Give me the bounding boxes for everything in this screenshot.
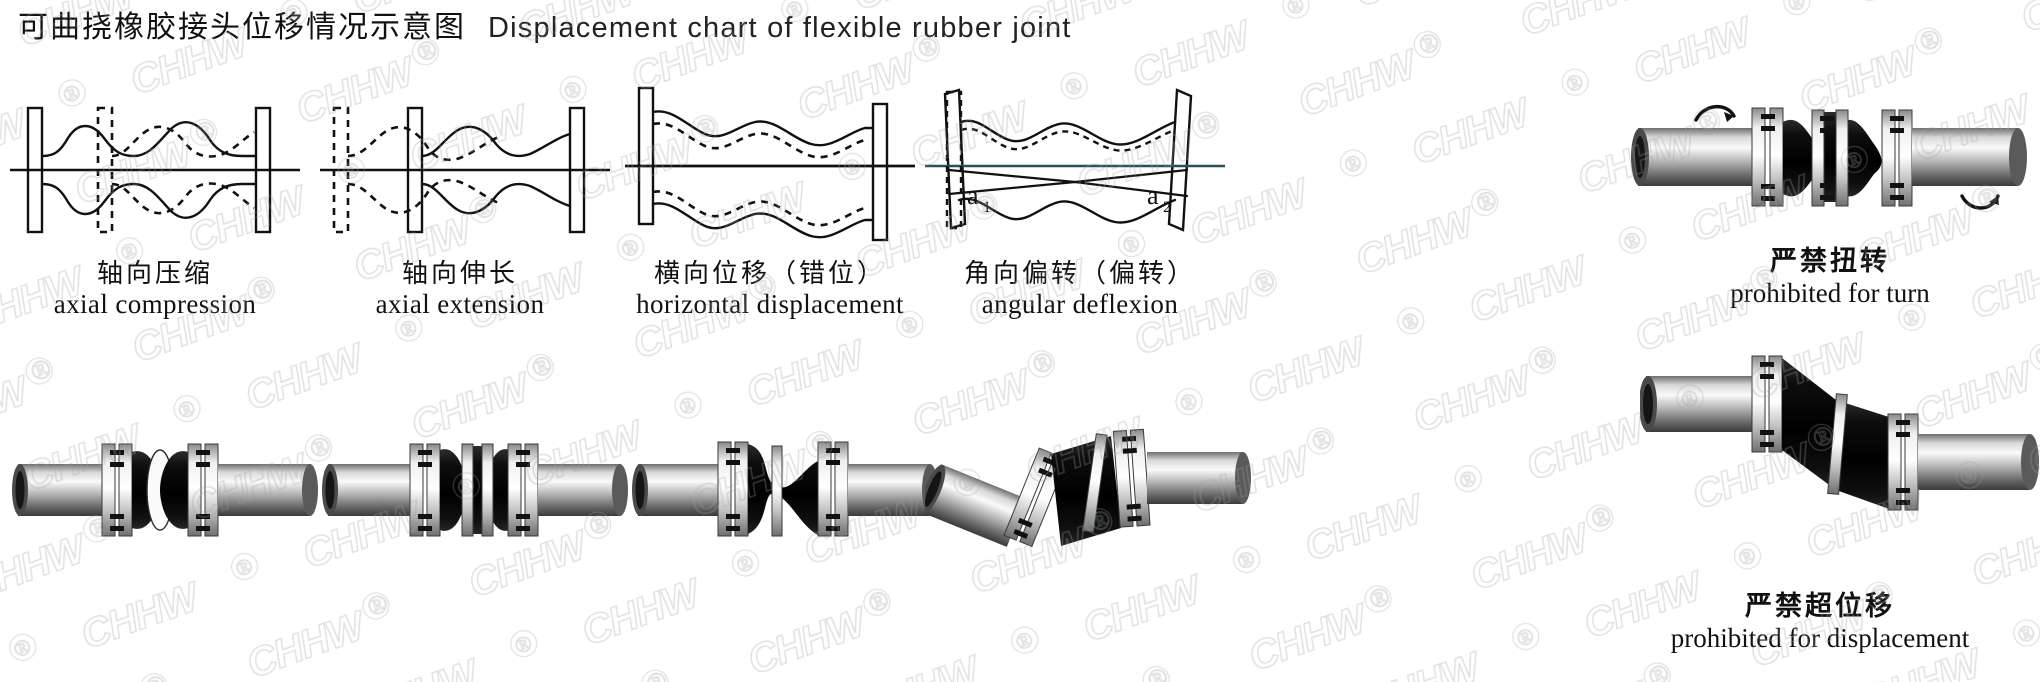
axial-compression-drawing [10,106,300,234]
horizontal-displacement-drawing [625,86,915,242]
caption-cn: 轴向压缩 [96,258,213,288]
joint-overdisplacement-render [1640,355,2039,511]
joint-extension-render [322,443,628,537]
angle-label-a1-sub: 1 [983,199,991,216]
caption-prohibited-turn: 严禁扭转 prohibited for turn [1630,245,2030,310]
page-title-cn: 可曲挠橡胶接头位移情况示意图 [18,11,466,44]
caption-cn: 轴向伸长 [401,258,518,288]
angle-label-a2: a [1147,181,1159,210]
caption-en: prohibited for displacement [1670,623,1970,654]
caption-prohibited-displacement: 严禁超位移 prohibited for displacement [1600,590,2040,655]
caption-cn: 严禁扭转 [1770,246,1890,276]
caption-cn: 严禁超位移 [1745,591,1895,621]
diagram-angular-deflexion: a 1 a 2 [925,82,1225,252]
photo-joint-axial-extension [320,420,630,560]
angular-deflexion-drawing: a 1 a 2 [925,88,1225,232]
joint-angular-render [925,428,1251,548]
photo-joint-overdisplacement [1640,340,2040,530]
caption-cn: 角向偏转（偏转） [963,258,1196,288]
caption-en: angular deflexion [981,288,1179,319]
joint-twist-render [1631,105,2027,210]
caption-en: prohibited for turn [1730,278,1930,309]
angle-label-a1: a [967,181,979,210]
caption-en: axial compression [53,288,257,319]
caption-cn: 横向位移（错位） [653,258,886,288]
diagram-horizontal-displacement [625,82,915,252]
caption-horizontal-displacement: 横向位移（错位） horizontal displacement [610,258,930,321]
diagram-axial-extension [320,90,610,250]
angle-label-a2-sub: 2 [1163,199,1171,216]
caption-en: horizontal displacement [636,288,904,319]
photo-joint-axial-compression [10,420,320,560]
page-title-en: Displacement chart of flexible rubber jo… [488,12,1072,44]
caption-axial-extension: 轴向伸长 axial extension [315,258,605,321]
caption-axial-compression: 轴向压缩 axial compression [10,258,300,321]
photo-joint-twist [1630,70,2030,240]
joint-offset-render [632,441,938,537]
page-title: 可曲挠橡胶接头位移情况示意图 Displacement chart of fle… [18,2,1072,46]
caption-angular-deflexion: 角向偏转（偏转） angular deflexion [930,258,1230,321]
photo-joint-horizontal-offset [630,420,940,560]
photo-joint-angular [925,400,1255,570]
diagram-axial-compression [10,90,300,250]
caption-en: axial extension [375,288,545,319]
axial-extension-drawing [320,106,610,234]
joint-compressed-render [12,443,318,537]
